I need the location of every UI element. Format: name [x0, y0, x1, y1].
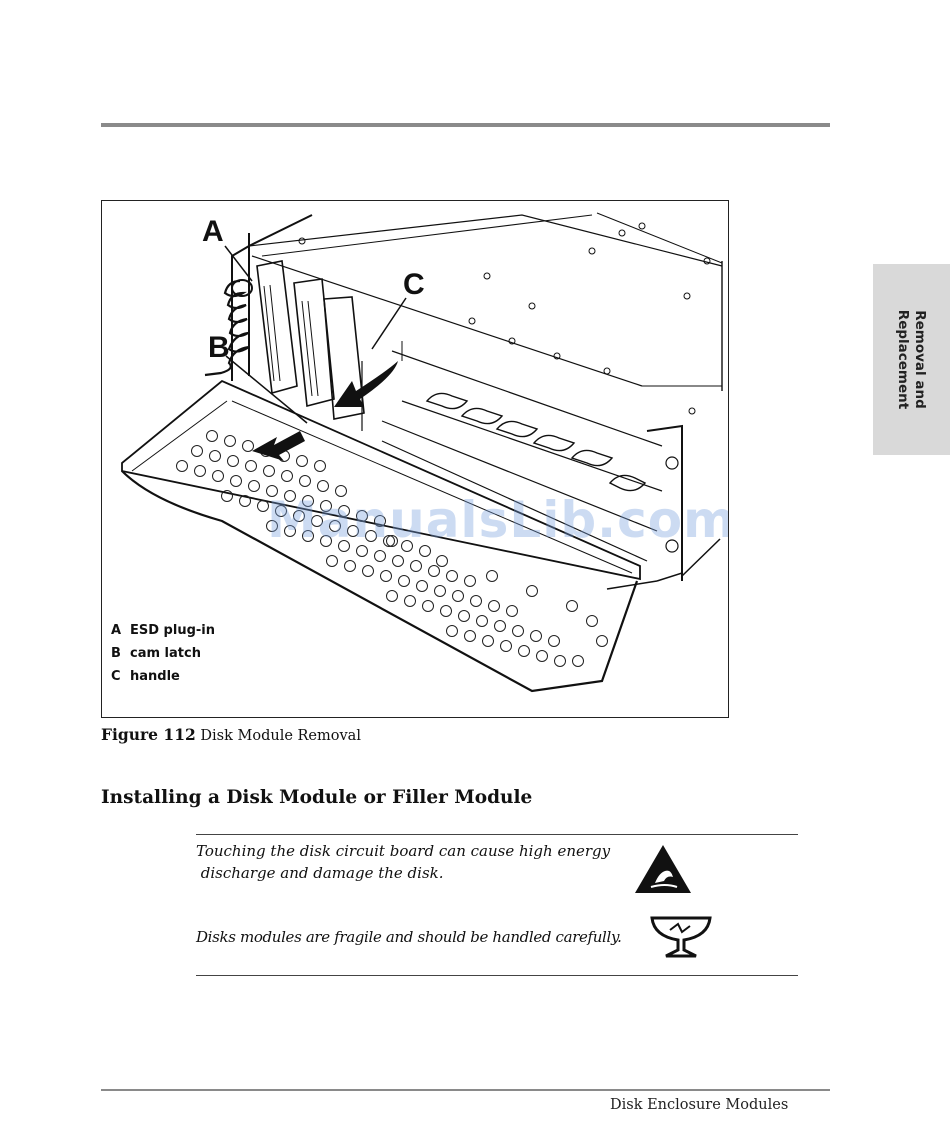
- legend-label: cam latch: [130, 646, 201, 661]
- handle-lift-arrow: [334, 361, 398, 407]
- fragile-glass-icon: [650, 916, 712, 958]
- figure-disk-module-removal: A B C ManualsLib.com A ESD plug-in B cam…: [101, 200, 729, 718]
- esd-warning-line2: discharge and damage the disk.: [196, 864, 444, 882]
- legend-item: C handle: [111, 665, 215, 688]
- bottom-rule: [101, 1089, 830, 1091]
- legend-item: B cam latch: [111, 642, 215, 665]
- side-tab-line1: Removal and: [912, 310, 929, 409]
- callout-b: B: [208, 331, 230, 364]
- esd-warning-line1: Touching the disk circuit board can caus…: [196, 842, 611, 860]
- side-tab-line2: Replacement: [895, 309, 912, 410]
- legend-label: handle: [130, 669, 180, 684]
- top-rule: [101, 123, 830, 127]
- esd-warning-text: Touching the disk circuit board can caus…: [196, 840, 610, 884]
- warning-bottom-rule: [196, 975, 798, 976]
- legend-item: A ESD plug-in: [111, 619, 215, 642]
- enclosure-illustration: [121, 212, 723, 693]
- section-heading: Installing a Disk Module or Filler Modul…: [101, 787, 533, 808]
- legend-key: A: [111, 623, 122, 638]
- legend-key: B: [111, 646, 121, 661]
- figure-caption: Figure 112 Disk Module Removal: [101, 725, 361, 744]
- pull-out-arrow: [252, 431, 305, 461]
- fragile-warning-text: Disks modules are fragile and should be …: [196, 928, 622, 946]
- watermark: ManualsLib.com: [267, 491, 729, 549]
- legend-key: C: [111, 669, 121, 684]
- esd-warning-icon: [635, 845, 691, 893]
- warning-top-rule: [196, 834, 798, 835]
- figure-title: Disk Module Removal: [200, 728, 361, 744]
- figure-number: Figure 112: [101, 725, 196, 744]
- legend-label: ESD plug-in: [130, 623, 215, 638]
- figure-legend: A ESD plug-in B cam latch C handle: [111, 619, 215, 688]
- callout-c: C: [403, 268, 425, 301]
- callout-a: A: [202, 215, 224, 248]
- section-side-tab: Removal and Replacement: [873, 264, 950, 455]
- footer-section-title: Disk Enclosure Modules: [610, 1097, 789, 1113]
